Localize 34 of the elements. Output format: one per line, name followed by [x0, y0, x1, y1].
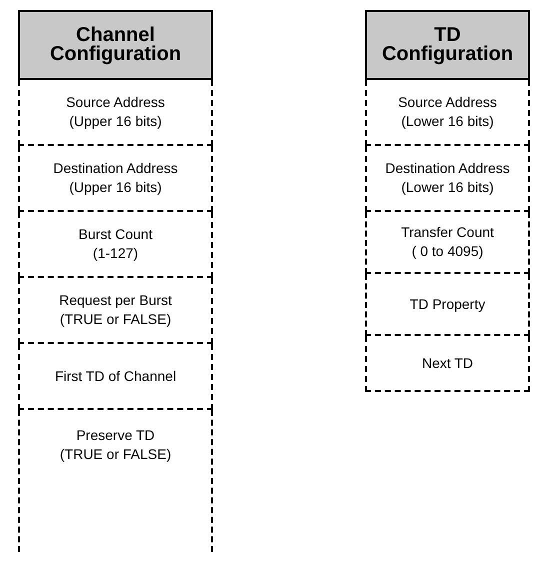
field-range: (Lower 16 bits): [401, 112, 494, 131]
field-box: [18, 212, 213, 278]
column-heading: Channel Configuration: [48, 26, 182, 64]
field-box: [365, 146, 530, 212]
column-heading: TD Configuration: [382, 26, 514, 64]
field-range: (Upper 16 bits): [69, 178, 162, 197]
field-name: First TD of Channel: [54, 366, 176, 386]
field-range: (TRUE or FALSE): [60, 445, 172, 464]
field-box: [18, 80, 213, 146]
field-box: [365, 212, 530, 274]
field-box: [18, 410, 213, 552]
field-name: Burst Count: [78, 225, 152, 244]
field-name: TD Property: [410, 294, 486, 314]
field-range: ( 0 to 4095): [412, 242, 484, 261]
field-name: Request per Burst: [59, 291, 172, 310]
field-name: Source Address: [398, 93, 497, 112]
field-name: Destination Address: [53, 159, 178, 178]
field-box: [18, 278, 213, 344]
field-name: Source Address: [66, 93, 165, 112]
header-box: [18, 10, 213, 80]
field-range: (1-127): [92, 244, 138, 263]
field-name: Preserve TD: [76, 426, 155, 445]
field-box: [365, 336, 530, 392]
field-name: Next TD: [422, 354, 474, 372]
header-box: [365, 10, 530, 80]
field-box: [365, 80, 530, 146]
field-range: (TRUE or FALSE): [60, 310, 172, 329]
field-box: [365, 274, 530, 336]
field-box: [18, 344, 213, 410]
field-name: Transfer Count: [401, 223, 494, 242]
field-range: (Lower 16 bits): [401, 178, 494, 197]
field-name: Destination Address: [385, 159, 510, 178]
field-range: (Upper 16 bits): [69, 112, 162, 131]
field-box: [18, 146, 213, 212]
